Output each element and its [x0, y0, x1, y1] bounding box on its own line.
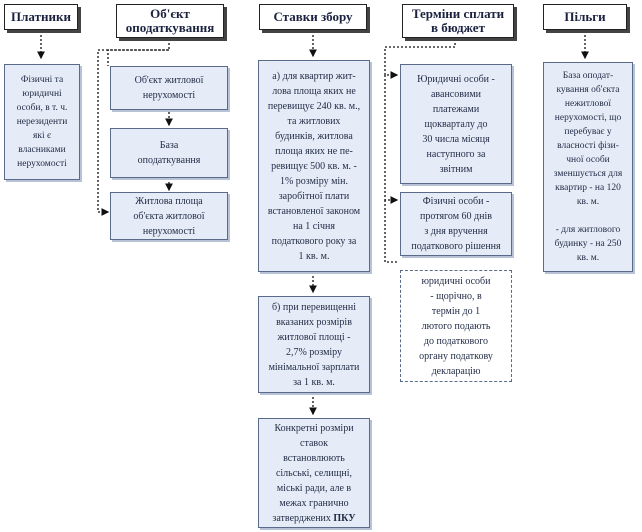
rates-box-a: а) для квартир жит- лова площа яких не п…: [258, 60, 370, 272]
rates-box-a-text: а) для квартир жит- лова площа яких не п…: [267, 70, 361, 262]
rates-box-local-main: Конкретні розміри ставок встановлюють сі…: [272, 422, 354, 524]
object-box-tax-base-text: База оподаткування: [137, 140, 201, 166]
object-box-living-area-text: Житлова площа об'єкта житлової нерухомос…: [133, 195, 205, 237]
terms-box-physical-text: Фізичні особи - протягом 60 днів з дня в…: [411, 196, 501, 252]
object-box-living-area: Житлова площа об'єкта житлової нерухомос…: [110, 192, 228, 240]
rates-box-b: б) при перевищенні вказаних розмірів жит…: [258, 296, 370, 393]
terms-box-legal: Юридичні особи - авансовими платежами що…: [400, 64, 512, 184]
header-payers: Платники: [4, 4, 78, 30]
terms-box-annual-text: юридичні особи - щорічно, в термін до 1 …: [419, 275, 493, 377]
header-object-label: Об'єкт оподаткування: [125, 6, 215, 35]
rates-box-local-text: Конкретні розміри ставок встановлюють сі…: [272, 421, 355, 526]
header-terms: Терміни сплати в бюджет: [402, 4, 514, 38]
object-box-tax-base: База оподаткування: [110, 128, 228, 178]
rates-box-local-bold: ПКУ: [333, 512, 356, 524]
benefits-text: База оподат- кування об'єкта нежитлової …: [553, 71, 623, 263]
payers-box: Фізичні та юридичні особи, в т. ч. нерез…: [4, 64, 80, 180]
terms-box-annual: юридичні особи - щорічно, в термін до 1 …: [400, 270, 512, 382]
header-object: Об'єкт оподаткування: [116, 4, 224, 38]
header-benefits: Пільги: [543, 4, 627, 30]
benefits-box: База оподат- кування об'єкта нежитлової …: [543, 62, 633, 272]
header-terms-label: Терміни сплати в бюджет: [411, 6, 505, 35]
header-rates: Ставки збору: [259, 4, 367, 30]
header-rates-label: Ставки збору: [273, 9, 353, 24]
object-box-residential: Об'єкт житлової нерухомості: [110, 66, 228, 110]
header-benefits-label: Пільги: [564, 9, 606, 24]
header-payers-label: Платники: [11, 9, 71, 24]
object-box-residential-text: Об'єкт житлової нерухомості: [134, 75, 204, 101]
rates-box-local: Конкретні розміри ставок встановлюють сі…: [258, 418, 370, 528]
rates-box-b-text: б) при перевищенні вказаних розмірів жит…: [268, 301, 360, 388]
terms-box-physical: Фізичні особи - протягом 60 днів з дня в…: [400, 192, 512, 256]
payers-text: Фізичні та юридичні особи, в т. ч. нерез…: [16, 75, 68, 169]
terms-box-legal-text: Юридичні особи - авансовими платежами що…: [417, 73, 495, 175]
